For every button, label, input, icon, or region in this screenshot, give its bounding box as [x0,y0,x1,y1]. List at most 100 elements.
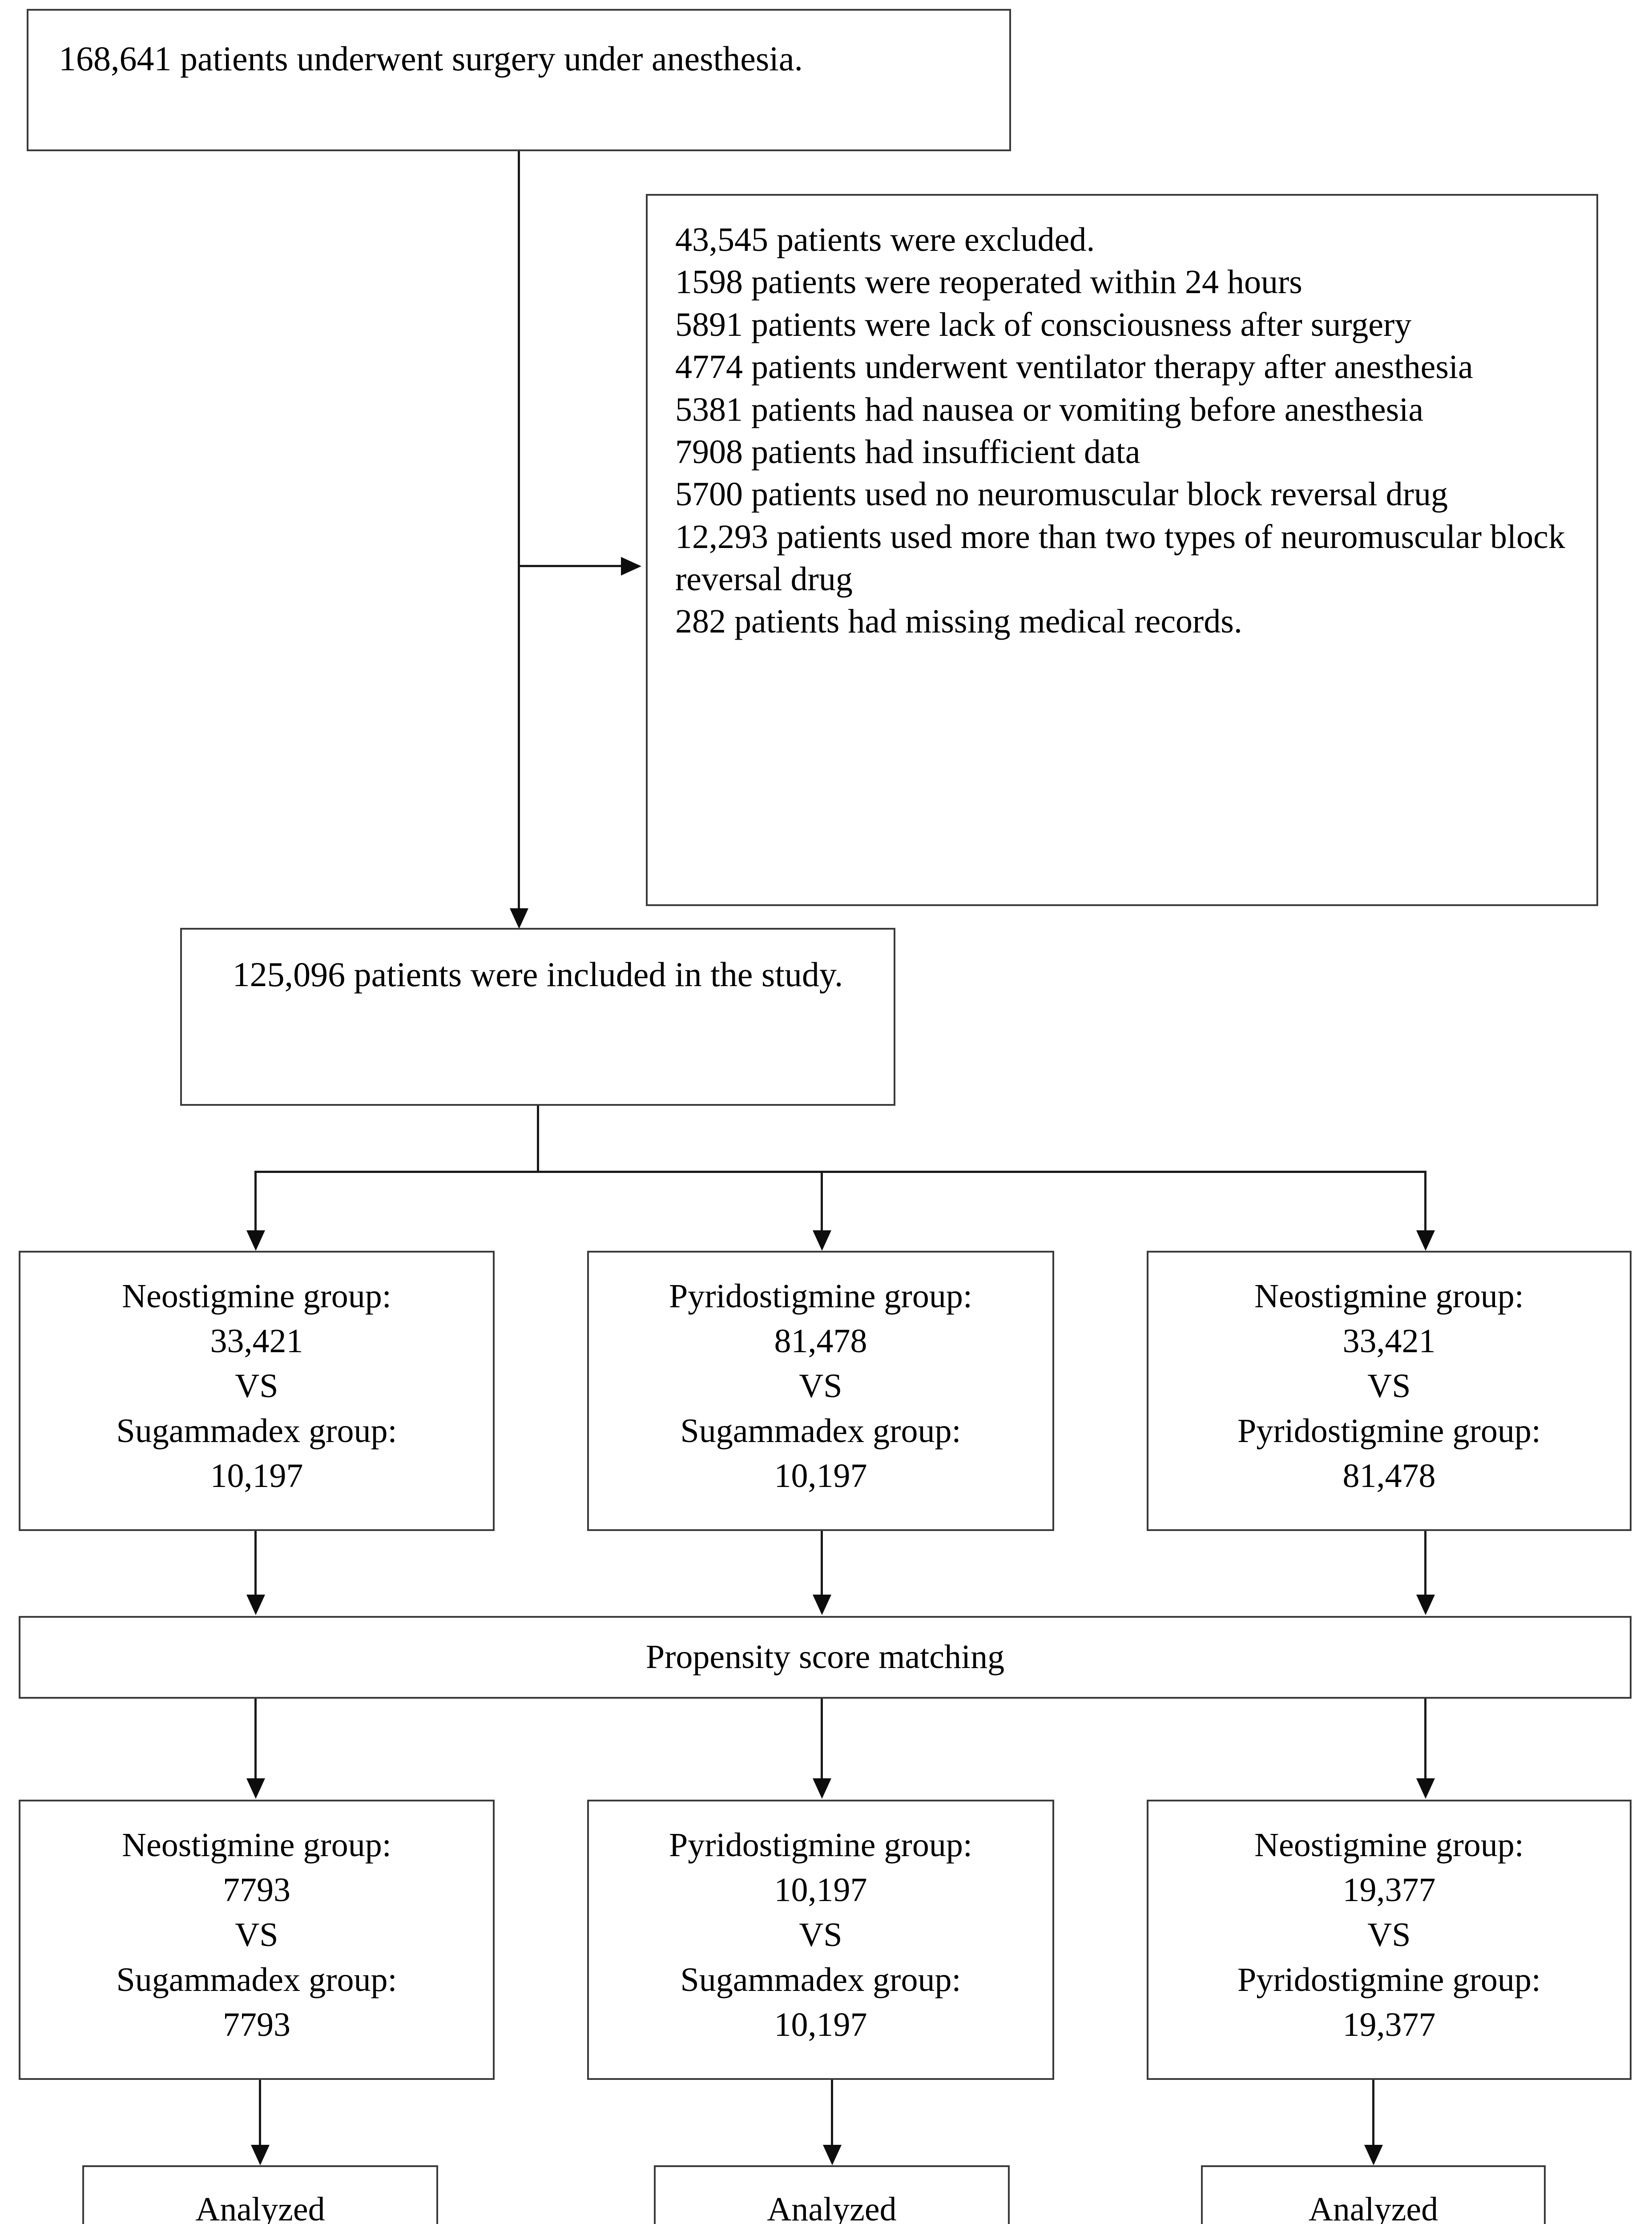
arrowhead-into-analyzed-right [1364,2145,1383,2165]
connector-bus-to-pre-mid [821,1171,823,1233]
analyzed-box: Analyzed [82,2165,438,2224]
vs-label: VS [235,1916,278,1954]
arrowhead-psm-left [246,1595,265,1615]
group-a-count: 33,421 [1342,1322,1436,1360]
post-match-comparison-content: Pyridostigmine group: 10,197 VS Sugammad… [589,1801,1052,2047]
group-a-label: Neostigmine group: [1254,1826,1524,1864]
propensity-score-matching-box: Propensity score matching [19,1616,1632,1699]
connector-post-mid-to-analyzed [831,2080,833,2147]
connector-psm-to-post-right [1424,1699,1426,1780]
excluded-reason: 5381 patients had nausea or vomiting bef… [675,391,1424,428]
group-a-label: Neostigmine group: [122,1826,391,1864]
connector-post-left-to-analyzed [259,2080,261,2147]
arrowhead-into-post-mid [813,1778,831,1799]
included-text: 125,096 patients were included in the st… [232,955,843,994]
pre-match-comparison-box: Neostigmine group: 33,421 VS Sugammadex … [19,1251,495,1531]
post-match-comparison-box: Neostigmine group: 7793 VS Sugammadex gr… [19,1800,495,2080]
analyzed-label: Analyzed [1308,2191,1438,2224]
group-a-count: 7793 [223,1871,290,1909]
propensity-score-matching-content: Propensity score matching [20,1637,1630,1677]
excluded-reason: 4774 patients underwent ventilator thera… [675,348,1473,386]
analyzed-box-content: Analyzed [656,2189,1008,2224]
connector-bus-to-pre-right [1424,1171,1426,1233]
vs-label: VS [1367,1916,1411,1954]
post-match-comparison-box: Pyridostigmine group: 10,197 VS Sugammad… [587,1800,1054,2080]
enrolled-text: 168,641 patients underwent surgery under… [59,39,803,78]
vs-label: VS [235,1367,278,1405]
enrolled-box-content: 168,641 patients underwent surgery under… [28,11,1009,80]
group-b-label: Sugammadex group: [116,1961,397,1999]
group-b-count: 7793 [223,2006,290,2044]
vs-label: VS [799,1916,842,1954]
arrowhead-into-post-left [246,1778,265,1799]
group-a-label: Neostigmine group: [122,1277,391,1315]
group-b-count: 19,377 [1342,2006,1436,2044]
pre-match-comparison-content: Pyridostigmine group: 81,478 VS Sugammad… [589,1253,1052,1499]
excluded-box: 43,545 patients were excluded. 1598 pati… [646,194,1598,906]
excluded-reason: 7908 patients had insufficient data [675,433,1140,471]
arrowhead-into-pre-right [1416,1230,1435,1251]
excluded-reason: 282 patients had missing medical records… [675,603,1242,641]
pre-match-comparison-content: Neostigmine group: 33,421 VS Pyridostigm… [1148,1253,1630,1499]
excluded-reason: 5700 patients used no neuromuscular bloc… [675,475,1448,513]
included-box: 125,096 patients were included in the st… [180,928,895,1106]
post-match-comparison-box: Neostigmine group: 19,377 VS Pyridostigm… [1147,1800,1632,2080]
excluded-reason: 5891 patients were lack of consciousness… [675,306,1412,343]
group-a-count: 10,197 [774,1871,867,1909]
group-a-count: 19,377 [1342,1871,1436,1909]
connector-included-down [537,1106,539,1172]
analyzed-label: Analyzed [767,2191,897,2224]
arrowhead-into-pre-mid [813,1230,831,1251]
enrolled-box: 168,641 patients underwent surgery under… [27,9,1011,151]
pre-match-comparison-box: Neostigmine group: 33,421 VS Pyridostigm… [1147,1251,1632,1531]
post-match-comparison-content: Neostigmine group: 19,377 VS Pyridostigm… [1148,1801,1630,2047]
group-b-label: Pyridostigmine group: [1237,1961,1541,1999]
arrowhead-into-analyzed-mid [823,2145,842,2165]
group-a-count: 33,421 [210,1322,303,1360]
post-match-comparison-content: Neostigmine group: 7793 VS Sugammadex gr… [20,1801,493,2047]
connector-bus-to-pre-left [254,1171,257,1233]
group-a-label: Pyridostigmine group: [669,1277,972,1315]
connector-pre-mid-to-psm [821,1531,823,1595]
pre-match-comparison-box: Pyridostigmine group: 81,478 VS Sugammad… [587,1251,1054,1531]
group-b-label: Sugammadex group: [680,1412,961,1450]
group-b-count: 10,197 [210,1457,303,1495]
connector-psm-to-post-left [254,1699,257,1780]
excluded-heading: 43,545 patients were excluded. [675,221,1095,258]
analyzed-box-content: Analyzed [1203,2189,1544,2224]
included-box-content: 125,096 patients were included in the st… [182,930,894,996]
pre-match-comparison-content: Neostigmine group: 33,421 VS Sugammadex … [20,1253,493,1499]
connector-to-excluded [518,565,625,567]
excluded-reason: 12,293 patients used more than two types… [675,518,1565,598]
arrowhead-into-analyzed-left [251,2145,270,2165]
analyzed-box: Analyzed [1201,2165,1546,2224]
connector-pre-right-to-psm [1424,1531,1426,1595]
vs-label: VS [1367,1367,1411,1405]
connector-enrolled-to-included [518,151,520,911]
analyzed-label: Analyzed [195,2191,325,2224]
group-b-label: Pyridostigmine group: [1237,1412,1541,1450]
group-b-label: Sugammadex group: [116,1412,397,1450]
group-b-count: 10,197 [774,2006,867,2044]
analyzed-box: Analyzed [654,2165,1010,2224]
group-b-count: 81,478 [1342,1457,1436,1495]
group-b-count: 10,197 [774,1457,867,1495]
arrowhead-into-included [510,908,528,929]
group-a-label: Pyridostigmine group: [669,1826,972,1864]
arrowhead-psm-mid [813,1595,831,1615]
connector-psm-to-post-mid [821,1699,823,1780]
arrowhead-psm-right [1416,1595,1435,1615]
excluded-reason: 1598 patients were reoperated within 24 … [675,263,1302,301]
connector-split-bus [254,1171,1426,1173]
arrowhead-into-excluded [621,557,641,576]
connector-post-right-to-analyzed [1372,2080,1374,2147]
vs-label: VS [799,1367,842,1405]
analyzed-box-content: Analyzed [84,2189,436,2224]
arrowhead-into-post-right [1416,1778,1435,1799]
excluded-box-content: 43,545 patients were excluded. 1598 pati… [648,196,1596,643]
connector-pre-left-to-psm [254,1531,257,1595]
group-a-label: Neostigmine group: [1254,1277,1524,1315]
arrowhead-into-pre-left [246,1230,265,1251]
group-a-count: 81,478 [774,1322,867,1360]
